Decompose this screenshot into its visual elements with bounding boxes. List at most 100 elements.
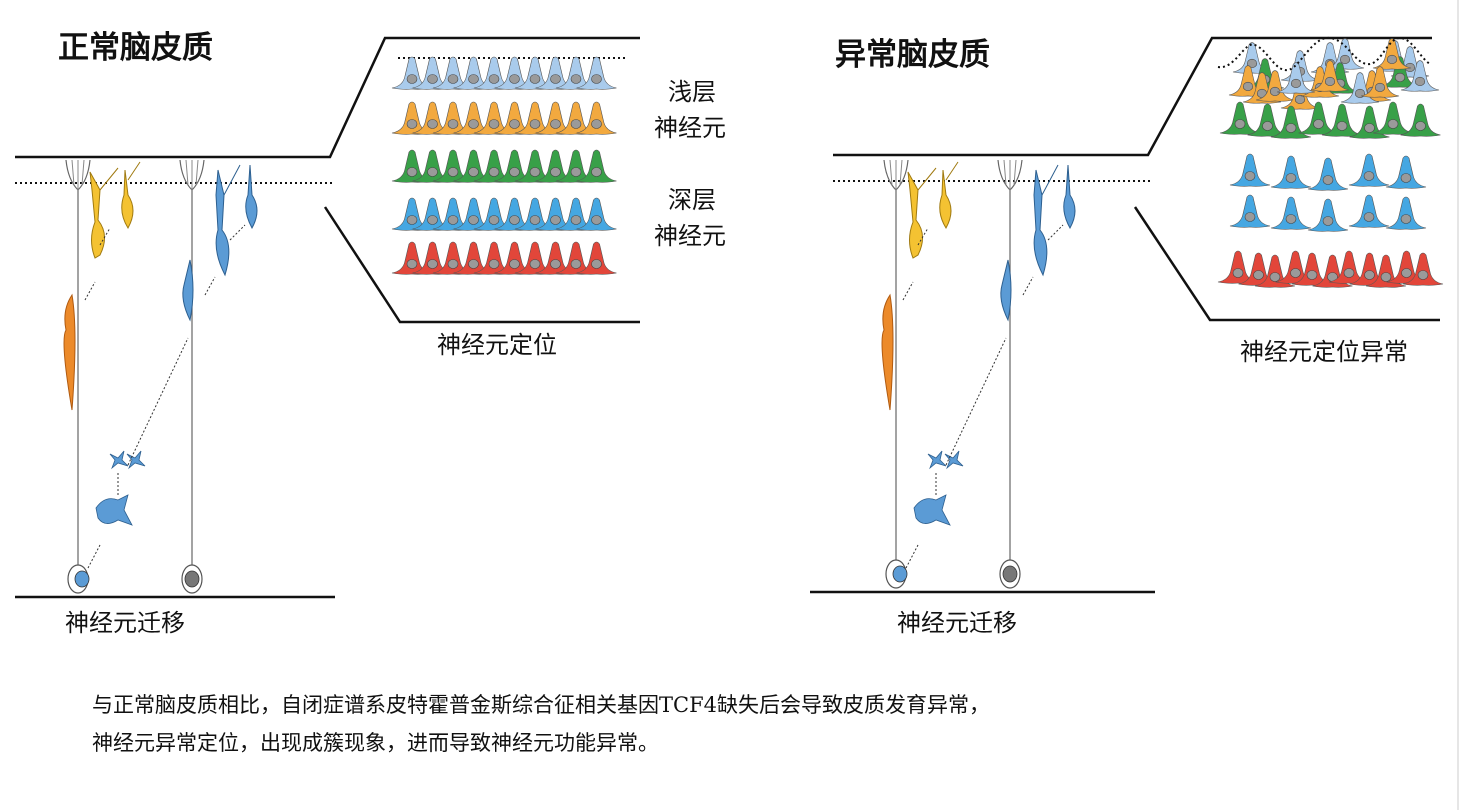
- migrated-neuron-blue: [1063, 164, 1076, 230]
- nucleus: [427, 119, 438, 129]
- neuron-icon: [514, 101, 556, 135]
- abnormal-cortex-panel: 异常脑皮质 神经元定位异常 神经元迁移: [810, 36, 1444, 637]
- nucleus: [509, 215, 520, 225]
- migration-arrow: [204, 276, 216, 296]
- nucleus: [447, 259, 459, 269]
- neuron-icon: [535, 101, 576, 135]
- neuron-body: [494, 197, 535, 231]
- neuron-body: [1360, 66, 1400, 98]
- nucleus: [1387, 119, 1399, 129]
- nucleus: [591, 259, 602, 269]
- nucleus: [1294, 94, 1306, 105]
- clustered-neurons: [1228, 38, 1440, 110]
- nucleus: [509, 259, 520, 269]
- abnormal-positioning-label: 神经元定位异常: [1240, 338, 1408, 366]
- neuron-body: [412, 149, 453, 183]
- nucleus: [488, 259, 500, 269]
- migration-arrow: [945, 337, 1007, 466]
- neuron-body: [514, 56, 556, 90]
- migrating-neuron-orange: [881, 293, 894, 411]
- neuron-icon: [391, 56, 433, 90]
- neuron-icon: [453, 56, 494, 90]
- neuron-migration-label: 神经元迁移: [897, 609, 1017, 637]
- radial-glia-endfoot: [1003, 159, 1017, 190]
- neuron-body: [1385, 155, 1427, 189]
- neuron-icon: [1325, 38, 1365, 70]
- deep-label-2: 神经元: [654, 222, 726, 250]
- neuron-body: [391, 149, 433, 183]
- superficial-label-2: 神经元: [654, 114, 726, 142]
- neuron-body: [1270, 155, 1312, 189]
- nucleus: [1262, 121, 1273, 131]
- dividing-progenitor: [95, 494, 133, 526]
- migration-arrow: [127, 337, 189, 466]
- neuron-body: [514, 197, 556, 231]
- neuron-icon: [494, 149, 535, 183]
- nucleus: [1380, 272, 1392, 282]
- neuron-body: [391, 241, 433, 275]
- neuron-body: [1276, 62, 1316, 94]
- nucleus: [1322, 216, 1334, 226]
- nucleus: [1322, 175, 1334, 185]
- neuron-body: [1217, 250, 1259, 284]
- nucleus: [550, 119, 561, 129]
- nucleus: [1417, 270, 1429, 280]
- migration-arrow: [229, 224, 246, 241]
- neuron-icon: [391, 149, 433, 183]
- nucleus: [447, 215, 459, 225]
- migration-arrow: [87, 544, 101, 569]
- nucleus: [447, 119, 459, 129]
- nucleus: [1364, 270, 1375, 280]
- nucleus: [1244, 212, 1256, 222]
- neuron-body: [1310, 60, 1350, 92]
- neuron-icon: [555, 241, 597, 275]
- nucleus: [529, 215, 541, 225]
- neuron-body: [535, 241, 576, 275]
- nucleus: [1306, 270, 1318, 280]
- nucleus: [1415, 121, 1426, 131]
- neuron-body: [514, 101, 556, 135]
- neuron-icon: [412, 197, 453, 231]
- neuron-body: [1229, 153, 1271, 187]
- nucleus: [509, 119, 520, 129]
- migration-arrow: [1047, 224, 1064, 241]
- neuron-icon: [1360, 66, 1400, 98]
- neuron-icon: [391, 101, 433, 135]
- nucleus: [570, 259, 582, 269]
- nucleus: [406, 167, 418, 177]
- neuron-icon: [453, 241, 494, 275]
- neuron-body: [473, 241, 515, 275]
- neuron-icon: [432, 197, 474, 231]
- migrating-neuron-blue: [182, 259, 194, 322]
- nucleus: [1336, 121, 1348, 131]
- migration-arrow: [1022, 276, 1034, 296]
- zoom-lower-line: [323, 206, 640, 324]
- neuron-body: [432, 197, 474, 231]
- nucleus: [427, 74, 438, 84]
- neuron-icon: [412, 56, 453, 90]
- neuron-icon: [535, 197, 576, 231]
- neuron-body: [576, 56, 617, 90]
- nucleus: [488, 119, 500, 129]
- abnormal-cortex-title: 异常脑皮质: [835, 37, 990, 73]
- neuron-icon: [473, 56, 515, 90]
- nucleus: [1400, 214, 1412, 224]
- radial-glia-nucleus: [892, 565, 908, 583]
- nucleus: [1269, 272, 1281, 282]
- nucleus: [468, 74, 479, 84]
- normal-radial-glia-column: [63, 159, 258, 594]
- nucleus: [1386, 54, 1398, 65]
- nucleus: [550, 259, 561, 269]
- neuron-body: [1270, 105, 1312, 139]
- neuron-icon: [1229, 194, 1271, 228]
- neuron-icon: [412, 101, 453, 135]
- neuron-body: [494, 101, 535, 135]
- nucleus: [570, 119, 582, 129]
- radial-glia-nucleus: [1002, 565, 1018, 583]
- migration-arrow: [902, 281, 914, 301]
- neuron-body: [391, 56, 433, 90]
- normal-cortex-panel: 正常脑皮质 浅层 神经元 深层 神经元 神经元定位 神经元迁移: [15, 30, 726, 637]
- nucleus: [1414, 76, 1426, 87]
- neuron-body: [1328, 250, 1370, 284]
- neuron-icon: [1348, 153, 1390, 187]
